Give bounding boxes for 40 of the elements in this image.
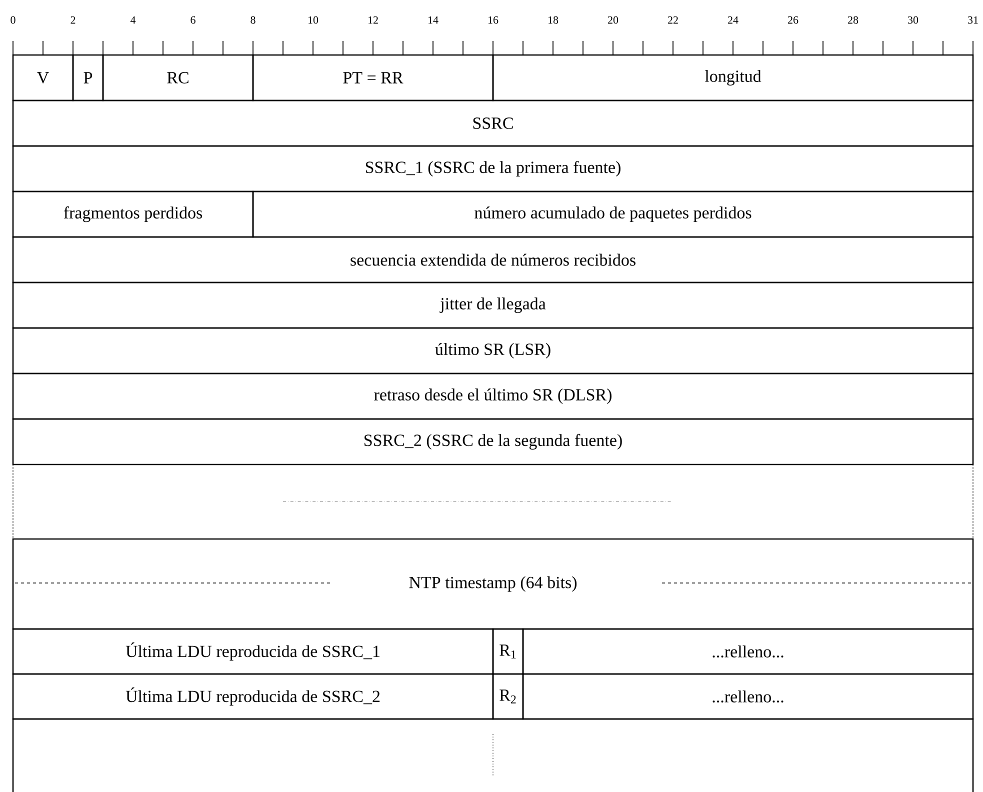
field-box: Última LDU reproducida de SSRC_2 [12, 673, 494, 720]
field-box: R$_{2}$ [492, 673, 524, 720]
bit-number: 0 [10, 16, 16, 24]
bit-number: 28 [848, 16, 858, 24]
field-box: Última LDU reproducida de SSRC_1 [12, 628, 494, 675]
field-box: longitud [492, 54, 974, 102]
field-box: fragmentos perdidos [12, 190, 254, 238]
field-box: jitter de llegada [12, 282, 974, 329]
field-box: último SR (LSR) [12, 327, 974, 374]
field-box [12, 718, 974, 792]
bit-number: 26 [788, 16, 798, 24]
bit-number: 31 [968, 16, 978, 24]
field-box: retraso desde el último SR (DLSR) [12, 372, 974, 420]
bit-number: 22 [668, 16, 678, 24]
field-box: secuencia extendida de números recibidos [12, 236, 974, 284]
bit-number: 10 [308, 16, 318, 24]
omitted-fields-gap [12, 464, 974, 540]
field-box: V [12, 54, 74, 102]
bit-number: 30 [908, 16, 918, 24]
field-box: SSRC_2 (SSRC de la segunda fuente) [12, 418, 974, 466]
bit-number: 4 [130, 16, 136, 24]
bit-number: 8 [250, 16, 256, 24]
bit-number: 2 [70, 16, 76, 24]
bit-number: 6 [190, 16, 196, 24]
bit-number: 18 [548, 16, 558, 24]
field-box: PT = RR [252, 54, 494, 102]
field-box: SSRC_1 (SSRC de la primera fuente) [12, 145, 974, 192]
bit-number: 24 [728, 16, 738, 24]
bit-number: 12 [368, 16, 378, 24]
field-box: RC [102, 54, 254, 102]
field-box: NTP timestamp (64 bits) [12, 538, 974, 630]
bit-number: 20 [608, 16, 618, 24]
field-box: número acumulado de paquetes perdidos [252, 190, 974, 238]
bit-number: 14 [428, 16, 438, 24]
field-box: P [72, 54, 104, 102]
field-box: ...relleno... [522, 673, 974, 720]
field-box: SSRC [12, 100, 974, 147]
field-box: R$_{1}$ [492, 628, 524, 675]
bit-number: 16 [488, 16, 498, 24]
field-box: ...relleno... [522, 628, 974, 675]
